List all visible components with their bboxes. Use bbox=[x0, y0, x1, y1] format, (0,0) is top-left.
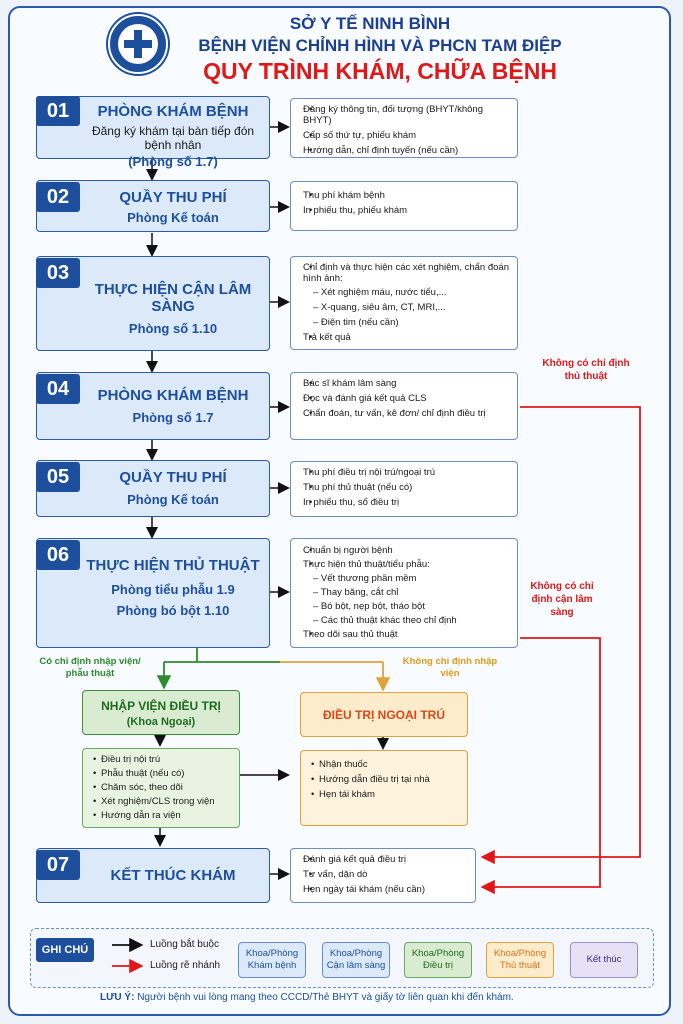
legend-branch-label: Luồng rẽ nhánh bbox=[150, 960, 221, 971]
hospital-title: BỆNH VIỆN CHỈNH HÌNH VÀ PHCN TAM ĐIỆP bbox=[198, 36, 562, 55]
detail-item: Thu phí thủ thuật (nếu có) bbox=[303, 482, 509, 493]
step-06-number-tag: 06 bbox=[36, 540, 80, 570]
step-03-details: Chỉ định và thực hiện các xét nghiệm, ch… bbox=[290, 256, 518, 350]
detail-item: Thu phí điều trị nội trú/ngoại trú bbox=[303, 467, 509, 478]
legend-exam-box: Khoa/Phòng Khám bệnh bbox=[238, 942, 306, 978]
step-01-sub: Đăng ký khám tại bàn tiếp đón bệnh nhân bbox=[91, 124, 255, 152]
step-06-room-1: Phòng tiểu phẫu 1.9 bbox=[111, 582, 235, 597]
detail-item: Chẩn đoán, tư vấn, kê đơn/ chỉ định điều… bbox=[303, 408, 509, 419]
legend-end-box: Kết thúc bbox=[570, 942, 638, 978]
detail-item: Chăm sóc, theo dõi bbox=[93, 782, 231, 793]
legend-treatment-box: Khoa/Phòng Điều trị bbox=[404, 942, 472, 978]
inpatient-details: Điều trị nội trú Phẫu thuật (nếu có) Chă… bbox=[82, 748, 240, 828]
detail-subitem: – Thay băng, cắt chỉ bbox=[313, 587, 399, 598]
detail-subitem: – Xét nghiệm máu, nước tiểu,... bbox=[313, 287, 447, 298]
detail-item: Chỉ định và thực hiện các xét nghiệm, ch… bbox=[303, 262, 509, 284]
legend-title: GHI CHÚ bbox=[36, 938, 94, 962]
step-02-number-tag: 02 bbox=[36, 182, 80, 212]
legend-procedure-box: Khoa/Phòng Thủ thuật bbox=[486, 942, 554, 978]
step-05-details: Thu phí điều trị nội trú/ngoại trú Thu p… bbox=[290, 461, 518, 517]
detail-item: Đọc và đánh giá kết quả CLS bbox=[303, 393, 509, 404]
step-05-number-tag: 05 bbox=[36, 462, 80, 492]
detail-item: Tư vấn, dặn dò bbox=[303, 869, 467, 880]
detail-item: Điều trị nội trú bbox=[93, 754, 231, 765]
detail-item: Phẫu thuật (nếu có) bbox=[93, 768, 231, 779]
outpatient-title: ĐIỀU TRỊ NGOẠI TRÚ bbox=[323, 708, 445, 722]
inpatient-title: NHẬP VIỆN ĐIỀU TRỊ bbox=[101, 699, 221, 713]
step-07-title: KẾT THÚC KHÁM bbox=[110, 867, 236, 884]
no-cls-label: Không có chỉ định cận lâm sàng bbox=[530, 581, 594, 618]
step-04-number-tag: 04 bbox=[36, 374, 80, 404]
detail-item: Đăng ký thông tin, đối tượng (BHYT/không… bbox=[303, 104, 509, 126]
detail-subitem: – Điện tim (nếu cần) bbox=[313, 317, 399, 328]
detail-item: Xét nghiệm/CLS trong viện bbox=[93, 796, 231, 807]
no-procedure-label: Không có chỉ định thủ thuật bbox=[542, 358, 630, 382]
note-text: Người bệnh vui lòng mang theo CCCD/Thẻ B… bbox=[137, 992, 514, 1003]
detail-item: Trả kết quả bbox=[303, 332, 509, 343]
legend-mandatory-label: Luồng bắt buộc bbox=[150, 939, 219, 950]
detail-subitem: – Các thủ thuật khác theo chỉ định bbox=[313, 615, 457, 626]
step-06-title: THỰC HIỆN THỦ THUẬT bbox=[86, 557, 260, 574]
detail-subitem: – X-quang, siêu âm, CT, MRI,... bbox=[313, 302, 446, 313]
step-04-details: Bác sĩ khám lâm sàng Đọc và đánh giá kết… bbox=[290, 372, 518, 440]
step-07-number-tag: 07 bbox=[36, 850, 80, 880]
detail-item: Hướng dẫn, chỉ định tuyến (nếu cần) bbox=[303, 145, 509, 156]
detail-item: Cấp số thứ tự, phiếu khám bbox=[303, 130, 509, 141]
step-04-title: PHÒNG KHÁM BỆNH bbox=[97, 387, 249, 404]
inpatient-box: NHẬP VIỆN ĐIỀU TRỊ (Khoa Ngoại) bbox=[82, 690, 240, 735]
step-03-room: Phòng số 1.10 bbox=[128, 321, 218, 336]
detail-item: Bác sĩ khám lâm sàng bbox=[303, 378, 509, 389]
outpatient-box: ĐIỀU TRỊ NGOẠI TRÚ bbox=[300, 692, 468, 737]
step-01-room: (Phòng số 1.7) bbox=[128, 154, 218, 169]
step-05-room: Phòng Kế toán bbox=[127, 492, 219, 507]
step-01-number-tag: 01 bbox=[36, 96, 80, 126]
detail-item: Theo dõi sau thủ thuật bbox=[303, 629, 509, 640]
detail-item: In phiếu thu, phiếu khám bbox=[303, 205, 509, 216]
detail-item: Hướng dẫn điều trị tại nhà bbox=[311, 774, 459, 785]
outpatient-details: Nhận thuốc Hướng dẫn điều trị tại nhà Hẹ… bbox=[300, 750, 468, 826]
step-04-room: Phòng số 1.7 bbox=[132, 410, 214, 425]
detail-item: Nhận thuốc bbox=[311, 759, 459, 770]
detail-item: Hẹn ngày tái khám (nếu cần) bbox=[303, 884, 467, 895]
outpatient-branch-label: Không chỉ định nhập viện bbox=[402, 656, 498, 679]
department-title: SỞ Y TẾ NINH BÌNH bbox=[289, 14, 451, 33]
hospital-logo bbox=[108, 14, 168, 74]
legend-cls-box: Khoa/Phòng Cận lâm sàng bbox=[322, 942, 390, 978]
step-02-details: Thu phí khám bệnh In phiếu thu, phiếu kh… bbox=[290, 181, 518, 231]
step-02-room: Phòng Kế toán bbox=[127, 210, 219, 225]
detail-item: Thu phí khám bệnh bbox=[303, 190, 509, 201]
detail-item: Đánh giá kết quả điều trị bbox=[303, 854, 467, 865]
step-01-details: Đăng ký thông tin, đối tượng (BHYT/không… bbox=[290, 98, 518, 158]
step-03-title: THỰC HIỆN CẬN LÂM SÀNG bbox=[94, 281, 252, 315]
detail-subitem: – Vết thương phần mềm bbox=[313, 573, 417, 584]
inpatient-branch-label: Có chỉ định nhập viện/ phẫu thuật bbox=[39, 656, 141, 679]
step-03-number-tag: 03 bbox=[36, 258, 80, 288]
detail-item: Chuẩn bị người bệnh bbox=[303, 545, 509, 556]
step-02-title: QUẦY THU PHÍ bbox=[119, 189, 227, 206]
step-05-title: QUẦY THU PHÍ bbox=[119, 469, 227, 486]
note: LƯU Ý: Người bệnh vui lòng mang theo CCC… bbox=[100, 992, 600, 1003]
detail-item: Hẹn tái khám bbox=[311, 789, 459, 800]
detail-subitem: – Bó bột, nẹp bột, tháo bột bbox=[313, 601, 425, 612]
step-06-details: Chuẩn bị người bệnh Thực hiện thủ thuật/… bbox=[290, 538, 518, 648]
note-label: LƯU Ý: bbox=[100, 992, 135, 1003]
inpatient-sub: (Khoa Ngoại) bbox=[126, 716, 196, 728]
step-01-title: PHÒNG KHÁM BỆNH bbox=[97, 103, 249, 120]
page-title: QUY TRÌNH KHÁM, CHỮA BỆNH bbox=[203, 58, 557, 84]
detail-item: In phiếu thu, sổ điều trị bbox=[303, 497, 509, 508]
detail-item: Thực hiện thủ thuật/tiểu phẫu: bbox=[303, 559, 509, 570]
step-07-details: Đánh giá kết quả điều trị Tư vấn, dặn dò… bbox=[290, 848, 476, 903]
step-06-room-2: Phòng bó bột 1.10 bbox=[116, 603, 230, 618]
detail-item: Hướng dẫn ra viện bbox=[93, 810, 231, 821]
